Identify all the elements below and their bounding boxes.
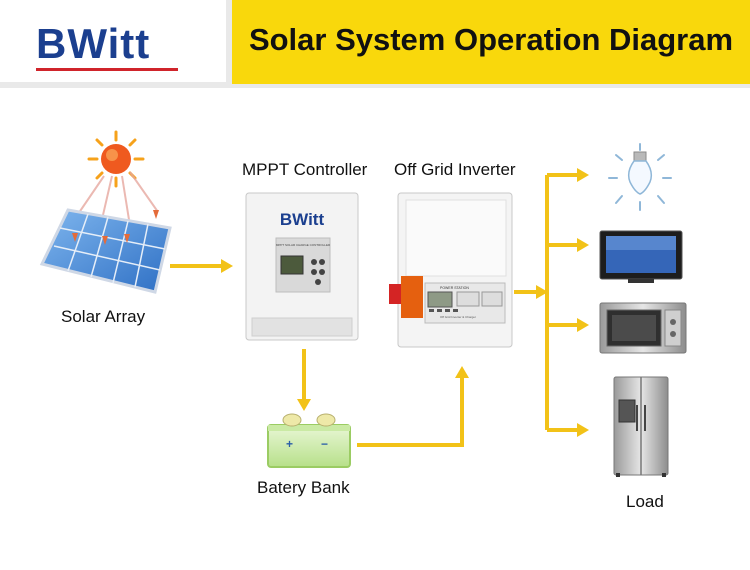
logo-area: BWitt [0, 0, 226, 82]
battery-plus: + [286, 437, 293, 451]
solar-panel-icon [39, 208, 172, 294]
inverter-model: Off Grid Inverter & Charger [440, 315, 476, 319]
header: BWitt Solar System Operation Diagram [0, 0, 750, 88]
connection-lines [170, 173, 578, 447]
inverter-label: Off Grid Inverter [394, 160, 516, 179]
logo-underline [36, 68, 178, 71]
mppt-controller-device: BWitt MPPT SOLAR CHARGE CONTROLLER [245, 192, 359, 341]
refrigerator-icon [613, 376, 669, 477]
arrow-heads [221, 168, 589, 437]
sun-icon [73, 130, 159, 229]
battery-minus: − [321, 437, 328, 451]
battery-bank-label: Batery Bank [257, 478, 350, 497]
inverter-brand: POWER STATION [440, 286, 469, 290]
inverter-device: POWER STATION Off Grid Inverter & Charge… [389, 192, 513, 348]
battery-icon: + − [267, 413, 351, 468]
title-banner: Solar System Operation Diagram [232, 0, 750, 84]
mppt-controller-label: MPPT Controller [242, 160, 368, 179]
arrow-battery-to-inverter [357, 377, 464, 447]
light-bulb-icon [608, 143, 672, 211]
solar-array-label: Solar Array [61, 307, 146, 326]
page-title: Solar System Operation Diagram [248, 22, 734, 57]
load-label: Load [626, 492, 664, 511]
controller-model: MPPT SOLAR CHARGE CONTROLLER [276, 243, 331, 247]
bwitt-logo: BWitt [36, 20, 151, 67]
microwave-icon [599, 302, 687, 354]
tv-icon [599, 230, 683, 283]
controller-brand: BWitt [280, 210, 325, 229]
